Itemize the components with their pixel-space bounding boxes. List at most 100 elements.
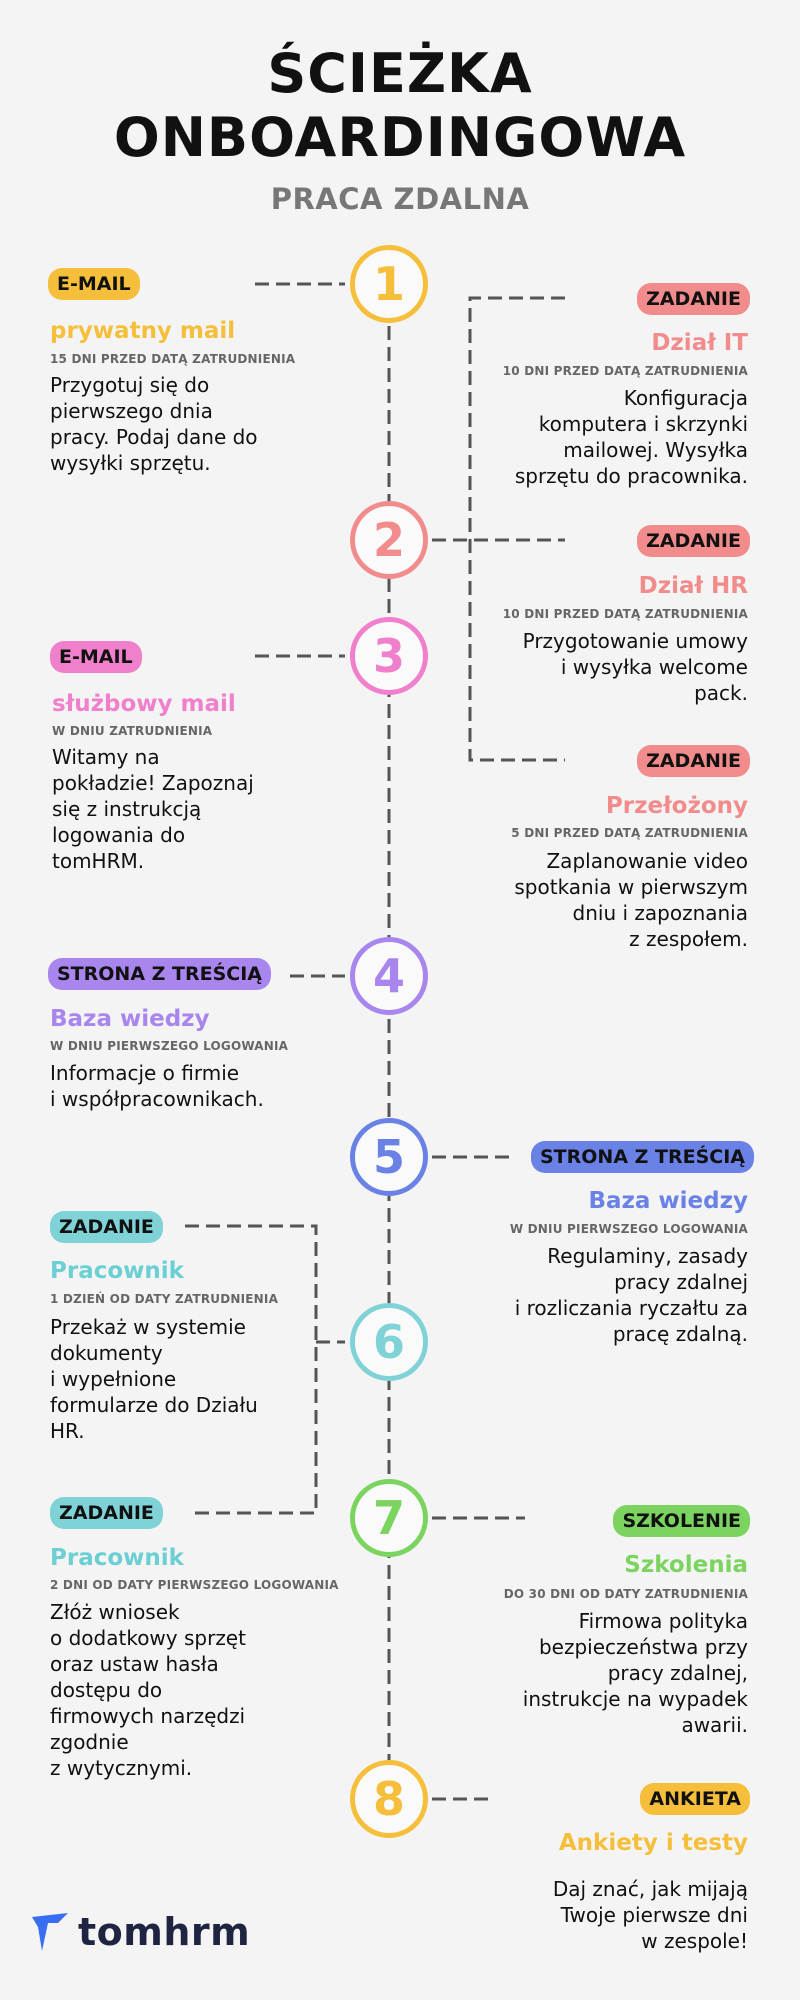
title-line-1: ŚCIEŻKA <box>267 42 533 105</box>
desc-line: Firmowa polityka <box>578 1609 748 1633</box>
desc-line: Przekaż w systemie <box>50 1315 246 1339</box>
desc-line: Zaplanowanie video <box>546 849 748 873</box>
item-description: Firmowa polityka bezpieczeństwa przy pra… <box>523 1608 748 1738</box>
item-description: Zaplanowanie video spotkania w pierwszym… <box>514 848 748 952</box>
desc-line: i wypełnione <box>50 1367 177 1391</box>
badge-zadanie: ZADANIE <box>50 1497 163 1529</box>
step-1-circle: 1 <box>350 245 428 323</box>
item-heading: Baza wiedzy <box>588 1188 748 1214</box>
desc-line: dniu i zapoznania <box>572 901 748 925</box>
desc-line: mailowej. Wysyłka <box>563 438 748 462</box>
item-timing: 1 DZIEŃ OD DATY ZATRUDNIENIA <box>50 1292 279 1306</box>
badge-strona: STRONA Z TREŚCIĄ <box>48 958 272 990</box>
desc-line: pokładzie! Zapoznaj <box>52 771 254 795</box>
desc-line: formularze do Działu <box>50 1393 258 1417</box>
step-4-circle: 4 <box>350 937 428 1015</box>
item-description: Konfiguracja komputera i skrzynki mailow… <box>515 385 748 489</box>
desc-line: wysyłki sprzętu. <box>50 451 211 475</box>
item-timing: 10 DNI PRZED DATĄ ZATRUDNIENIA <box>502 607 748 621</box>
item-description: Informacje o firmie i współpracownikach. <box>50 1060 264 1112</box>
desc-line: Regulaminy, zasady <box>547 1244 748 1268</box>
step-3-circle: 3 <box>350 617 428 695</box>
desc-line: pracy zdalnej <box>614 1270 748 1294</box>
item-heading: służbowy mail <box>52 691 236 717</box>
desc-line: Przygotuj się do <box>50 373 210 397</box>
step-7-circle: 7 <box>350 1479 428 1557</box>
badge-ankieta: ANKIETA <box>640 1783 750 1815</box>
item-timing: 15 DNI PRZED DATĄ ZATRUDNIENIA <box>50 352 296 366</box>
desc-line: awarii. <box>681 1713 748 1737</box>
desc-line: w zespole! <box>641 1929 748 1953</box>
badge-zadanie: ZADANIE <box>50 1211 163 1243</box>
desc-line: zgodnie <box>50 1730 129 1754</box>
step-5-circle: 5 <box>350 1118 428 1196</box>
desc-line: oraz ustaw hasła <box>50 1652 219 1676</box>
item-heading: Dział IT <box>651 330 748 356</box>
desc-line: i współpracownikach. <box>50 1087 264 1111</box>
badge-zadanie: ZADANIE <box>637 745 750 777</box>
desc-line: logowania do <box>52 823 186 847</box>
desc-line: instrukcje na wypadek <box>522 1687 748 1711</box>
item-heading: Pracownik <box>50 1545 184 1571</box>
step-8-circle: 8 <box>350 1760 428 1838</box>
item-timing: W DNIU PIERWSZEGO LOGOWANIA <box>509 1222 748 1236</box>
logo-mark-icon <box>32 1913 68 1951</box>
badge-email: E-MAIL <box>48 268 140 300</box>
desc-line: pack. <box>694 681 748 705</box>
desc-line: pierwszego dnia <box>50 399 213 423</box>
desc-line: tomHRM. <box>52 849 145 873</box>
desc-line: Złóż wniosek <box>50 1600 180 1624</box>
desc-line: komputera i skrzynki <box>538 412 748 436</box>
desc-line: pracy. Podaj dane do <box>50 425 258 449</box>
item-timing: DO 30 DNI OD DATY ZATRUDNIENIA <box>503 1587 748 1601</box>
connector-it-hr-przelozony <box>468 296 565 762</box>
desc-line: dostępu do <box>50 1678 163 1702</box>
item-timing: 5 DNI PRZED DATĄ ZATRUDNIENIA <box>511 826 748 840</box>
item-description: Przekaż w systemie dokumenty i wypełnion… <box>50 1314 258 1444</box>
badge-szkolenie: SZKOLENIE <box>613 1505 750 1537</box>
item-timing: 10 DNI PRZED DATĄ ZATRUDNIENIA <box>502 364 748 378</box>
desc-line: Daj znać, jak mijają <box>552 1877 748 1901</box>
item-timing: 2 DNI OD DATY PIERWSZEGO LOGOWANIA <box>50 1578 339 1592</box>
item-heading: Przełożony <box>605 793 748 819</box>
desc-line: Witamy na <box>52 745 160 769</box>
desc-line: i wysyłka welcome <box>560 655 748 679</box>
tomhrm-logo: tomhrm <box>30 1910 250 1954</box>
item-heading: Ankiety i testy <box>558 1830 748 1856</box>
desc-line: Informacje o firmie <box>50 1061 240 1085</box>
desc-line: i rozliczania ryczałtu za <box>514 1296 748 1320</box>
desc-line: HR. <box>50 1419 85 1443</box>
desc-line: dokumenty <box>50 1341 163 1365</box>
desc-line: pracę zdalną. <box>612 1322 748 1346</box>
title-line-2: ONBOARDINGOWA <box>113 106 687 169</box>
item-heading: Szkolenia <box>624 1552 748 1578</box>
connector-pracownik <box>185 1224 318 1515</box>
desc-line: bezpieczeństwa przy <box>538 1635 748 1659</box>
badge-zadanie: ZADANIE <box>637 525 750 557</box>
item-description: Regulaminy, zasady pracy zdalnej i rozli… <box>515 1243 748 1347</box>
desc-line: spotkania w pierwszym <box>514 875 748 899</box>
page-subtitle: PRACA ZDALNA <box>270 182 530 216</box>
item-heading: prywatny mail <box>50 318 236 344</box>
item-description: Daj znać, jak mijają Twoje pierwsze dni … <box>553 1876 748 1954</box>
badge-zadanie: ZADANIE <box>637 283 750 315</box>
item-description: Przygotowanie umowy i wysyłka welcome pa… <box>523 628 748 706</box>
page-title: ŚCIEŻKA ONBOARDINGOWA <box>0 42 800 170</box>
logo-text: tomhrm <box>78 1910 251 1954</box>
desc-line: firmowych narzędzi <box>50 1704 246 1728</box>
step-6-circle: 6 <box>350 1303 428 1381</box>
badge-strona: STRONA Z TREŚCIĄ <box>530 1141 754 1173</box>
item-description: Witamy na pokładzie! Zapoznaj się z inst… <box>52 744 254 874</box>
desc-line: o dodatkowy sprzęt <box>50 1626 246 1650</box>
item-heading: Dział HR <box>638 573 748 599</box>
desc-line: się z instrukcją <box>52 797 202 821</box>
item-timing: W DNIU ZATRUDNIENIA <box>52 724 213 738</box>
step-2-circle: 2 <box>350 501 428 579</box>
badge-email: E-MAIL <box>50 641 142 673</box>
item-description: Złóż wniosek o dodatkowy sprzęt oraz ust… <box>50 1599 246 1781</box>
desc-line: Twoje pierwsze dni <box>560 1903 748 1927</box>
desc-line: z wytycznymi. <box>50 1756 193 1780</box>
desc-line: Przygotowanie umowy <box>522 629 748 653</box>
desc-line: Konfiguracja <box>623 386 748 410</box>
desc-line: sprzętu do pracownika. <box>514 464 748 488</box>
